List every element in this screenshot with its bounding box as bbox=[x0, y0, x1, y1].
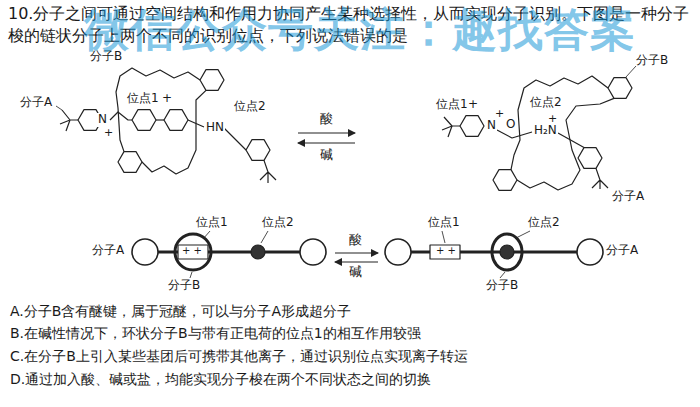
answer-option: C.在分子B上引入某些基团后可携带其他离子，通过识别位点实现离子转运 bbox=[10, 348, 468, 364]
benzo-ring bbox=[493, 170, 517, 191]
bipyridinium-ring bbox=[132, 110, 156, 131]
tert-butyl bbox=[442, 117, 460, 137]
stopper bbox=[132, 239, 158, 265]
site-label: 位点1 bbox=[436, 98, 468, 112]
pyridinium-ring bbox=[460, 116, 484, 137]
polyether-chain bbox=[517, 98, 614, 190]
ethylene-link bbox=[110, 112, 132, 120]
reverse-arrow bbox=[335, 261, 378, 262]
condition-label: 碱 bbox=[349, 265, 362, 280]
molecule-label: 分子A bbox=[20, 96, 52, 110]
leader-line bbox=[626, 66, 636, 77]
benzo-ring bbox=[118, 152, 142, 173]
molecule-label: 分子A bbox=[606, 244, 638, 258]
tert-butyl bbox=[592, 168, 608, 189]
molecule-label: 分子A bbox=[92, 244, 124, 258]
atom-label: H₂N bbox=[533, 124, 558, 138]
forward-arrow bbox=[335, 252, 378, 253]
charge-signs: + + bbox=[436, 245, 456, 257]
molecule-label: 分子B bbox=[168, 279, 200, 293]
stopper bbox=[300, 239, 326, 265]
site-label: 位点2 bbox=[528, 216, 560, 230]
amine-link bbox=[188, 120, 246, 150]
site-label: 位点1 bbox=[428, 216, 460, 230]
stopper bbox=[577, 239, 603, 265]
bipyridinium-ring bbox=[164, 110, 188, 131]
charge-sign: + bbox=[162, 92, 172, 106]
answer-option: D.通过加入酸、碱或盐，均能实现分子梭在两个不同状态之间的切换 bbox=[10, 371, 431, 387]
condition-label: 碱 bbox=[320, 148, 333, 163]
answer-option: B.在碱性情况下，环状分子B与带有正电荷的位点1的相互作用较强 bbox=[10, 325, 421, 341]
polyether-chain bbox=[116, 68, 200, 152]
charge-sign: + bbox=[548, 113, 557, 126]
watermark: 微信公众号关注：趣找答案 bbox=[84, 4, 636, 56]
site-label: 位点2 bbox=[530, 96, 562, 110]
site-box bbox=[430, 245, 460, 259]
site-box bbox=[178, 245, 208, 259]
site-label: 位点1 bbox=[126, 92, 160, 106]
molecule-label: 分子B bbox=[636, 54, 668, 68]
benzene-ring bbox=[246, 140, 270, 161]
ring-molecule bbox=[175, 234, 211, 270]
charge-sign: + bbox=[468, 98, 478, 112]
reverse-arrow bbox=[298, 142, 355, 143]
atom-label: HN bbox=[205, 121, 225, 135]
charge-sign: + bbox=[495, 108, 504, 121]
stopper bbox=[385, 239, 411, 265]
site-label: 位点2 bbox=[262, 216, 294, 230]
molecule-label: 分子A bbox=[612, 190, 644, 204]
site-label: 位点2 bbox=[234, 100, 266, 114]
polyether-chain bbox=[511, 76, 608, 170]
site-label: 位点1 bbox=[196, 216, 228, 230]
tert-butyl bbox=[260, 160, 276, 183]
atom-label: O bbox=[505, 118, 516, 132]
charge-signs: + + bbox=[182, 245, 202, 257]
charge-sign: + bbox=[104, 127, 113, 140]
ring-molecule bbox=[492, 234, 522, 270]
bond bbox=[156, 119, 164, 120]
atom-label: N bbox=[97, 113, 108, 127]
answer-option: A.分子B含有醚键，属于冠醚，可以与分子A形成超分子 bbox=[10, 303, 351, 319]
atom-label: N bbox=[486, 119, 497, 133]
benzo-ring bbox=[608, 78, 632, 99]
forward-arrow bbox=[298, 132, 355, 133]
benzo-ring bbox=[200, 70, 224, 91]
condition-label: 酸 bbox=[320, 112, 333, 127]
site-sphere bbox=[500, 245, 514, 259]
tert-butyl bbox=[60, 110, 78, 131]
benzene-ring bbox=[578, 148, 602, 169]
site-sphere bbox=[251, 245, 265, 259]
molecule-label: 分子B bbox=[486, 279, 518, 293]
leader-line bbox=[56, 106, 62, 110]
condition-label: 酸 bbox=[349, 233, 362, 248]
